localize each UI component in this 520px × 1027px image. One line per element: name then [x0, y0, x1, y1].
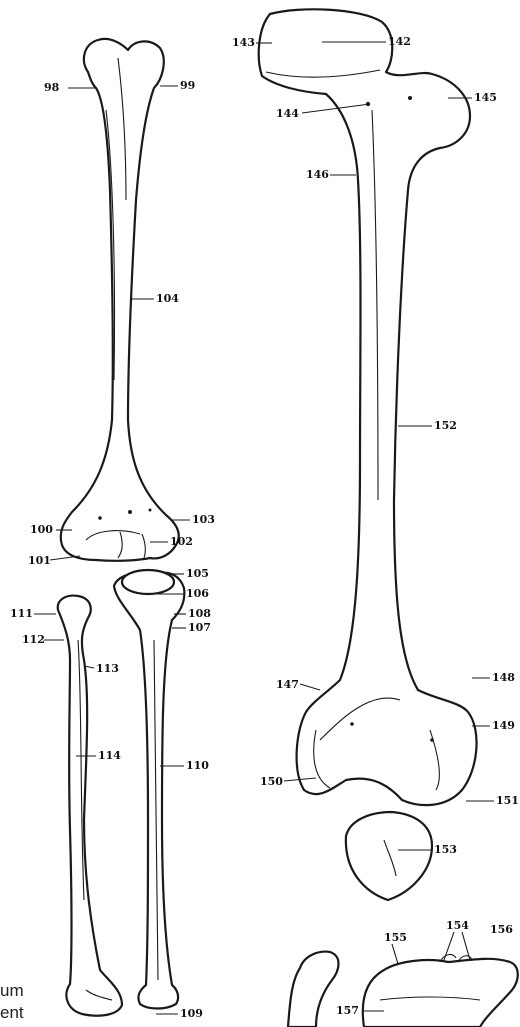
ulna [58, 596, 122, 1016]
label-156: 156 [490, 924, 513, 935]
label-106: 106 [186, 588, 209, 599]
label-112: 112 [22, 634, 45, 645]
label-155: 155 [384, 932, 407, 943]
label-110: 110 [186, 760, 209, 771]
leader-147 [300, 684, 320, 690]
label-154: 154 [446, 920, 469, 931]
label-144: 144 [276, 108, 299, 119]
label-150: 150 [260, 776, 283, 787]
label-104: 104 [156, 293, 179, 304]
label-142: 142 [388, 36, 411, 47]
humerus-pit [128, 510, 132, 514]
patella [346, 812, 432, 900]
label-101: 101 [28, 555, 51, 566]
femur-pit [408, 96, 412, 100]
label-114: 114 [98, 750, 121, 761]
label-147: 147 [276, 679, 299, 690]
humerus-pit [149, 509, 152, 512]
label-153: 153 [434, 844, 457, 855]
label-146: 146 [306, 169, 329, 180]
leader-155 [392, 944, 398, 964]
label-148: 148 [492, 672, 515, 683]
label-145: 145 [474, 92, 497, 103]
radius [114, 573, 184, 1009]
label-109: 109 [180, 1008, 203, 1019]
label-149: 149 [492, 720, 515, 731]
label-152: 152 [434, 420, 457, 431]
label-143: 143 [232, 37, 255, 48]
femur-pit [430, 738, 434, 742]
radius-head [122, 570, 174, 594]
label-100: 100 [30, 524, 53, 535]
caption-line-2: ent [0, 1004, 24, 1021]
fibula-head-fragment [288, 952, 339, 1027]
label-99: 99 [180, 80, 195, 91]
humerus-pit [98, 516, 102, 520]
label-98: 98 [44, 82, 59, 93]
label-105: 105 [186, 568, 209, 579]
tibia-head-fragment [363, 959, 518, 1027]
leader-154a [444, 932, 454, 960]
label-151: 151 [496, 795, 519, 806]
femur-pit [350, 722, 354, 726]
label-113: 113 [96, 663, 119, 674]
label-103: 103 [192, 514, 215, 525]
caption-line-1: um [0, 982, 24, 999]
label-102: 102 [170, 536, 193, 547]
label-107: 107 [188, 622, 211, 633]
label-157: 157 [336, 1005, 359, 1016]
label-108: 108 [188, 608, 211, 619]
label-111: 111 [10, 608, 33, 619]
